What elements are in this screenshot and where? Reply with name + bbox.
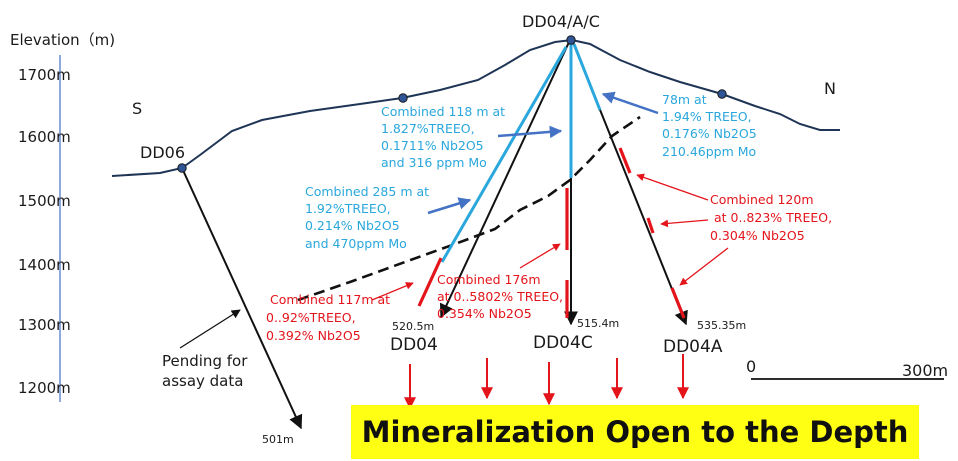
pending-note-arrow bbox=[179, 309, 241, 349]
north-label: N bbox=[824, 79, 836, 98]
intercept-line: Combined 117m at bbox=[270, 292, 390, 307]
callout-arrow-dd04a-red-2 bbox=[660, 219, 709, 228]
scale-bar-end: 300m bbox=[902, 361, 948, 380]
intercept-line: 0.1711% Nb2O5 bbox=[381, 138, 484, 153]
intercept-line: 210.46ppm Mo bbox=[662, 144, 756, 159]
intercept-line: 1.92%TREEO, bbox=[305, 201, 391, 216]
intercept-line: at 0..823% TREEO, bbox=[714, 210, 832, 225]
interval-dd04-red bbox=[417, 257, 443, 307]
interval-dd04a-cyan bbox=[572, 43, 602, 111]
intercept-line: at 0..5802% TREEO, bbox=[437, 289, 563, 304]
callout-arrow-dd04c-cyan bbox=[497, 125, 563, 139]
intercept-label-dd04c-red: Combined 176m at 0..5802% TREEO, 0.354% … bbox=[437, 272, 563, 321]
depth-banner: Mineralization Open to the Depth bbox=[351, 405, 919, 459]
hole-depth-dd04: 520.5m bbox=[392, 320, 434, 333]
intercept-label-dd04-red: Combined 117m at 0..92%TREEO, 0.392% Nb2… bbox=[266, 292, 390, 343]
tick-label-1600: 1600m bbox=[18, 128, 71, 146]
intercept-label-dd04c-cyan: Combined 118 m at 1.827%TREEO, 0.1711% N… bbox=[381, 104, 505, 170]
hole-depth-dd04c: 515.4m bbox=[577, 317, 619, 330]
hole-dd06-trace bbox=[181, 167, 303, 430]
callout-arrow-dd04-cyan bbox=[427, 197, 472, 215]
tick-label-1700: 1700m bbox=[18, 66, 71, 84]
tick-label-1200: 1200m bbox=[18, 379, 71, 397]
intercept-line: 0.214% Nb2O5 bbox=[305, 218, 400, 233]
pending-note-line-1: Pending for bbox=[162, 352, 248, 370]
tick-label-1300: 1300m bbox=[18, 316, 71, 334]
intercept-line: 0.392% Nb2O5 bbox=[266, 328, 361, 343]
hole-name-dd04a: DD04A bbox=[663, 337, 723, 357]
intercept-line: 0.304% Nb2O5 bbox=[710, 228, 805, 243]
axis-title: Elevation（m) bbox=[10, 31, 115, 49]
callout-arrow-dd04a-red-1 bbox=[636, 173, 709, 201]
intercept-line: 1.94% TREEO, bbox=[662, 109, 752, 124]
intercept-line: and 470ppm Mo bbox=[305, 236, 407, 251]
tick-label-1500: 1500m bbox=[18, 192, 71, 210]
collar-label-dd04-group: DD04/A/C bbox=[522, 12, 600, 31]
intercept-label-dd04a-red: Combined 120m at 0..823% TREEO, 0.304% N… bbox=[710, 192, 832, 243]
collar-dd04-group bbox=[566, 35, 576, 45]
tick-label-1400: 1400m bbox=[18, 256, 71, 274]
interval-dd04-cyan bbox=[440, 46, 568, 263]
callout-arrow-dd04-red bbox=[371, 282, 414, 301]
intercept-line: 1.827%TREEO, bbox=[381, 121, 475, 136]
collar-label-dd06: DD06 bbox=[140, 143, 185, 162]
mineralization-boundary bbox=[297, 115, 641, 302]
intercept-line: Combined 120m bbox=[710, 192, 814, 207]
hole-name-dd04: DD04 bbox=[390, 335, 438, 355]
hole-depth-dd06: 501m bbox=[262, 433, 294, 446]
callout-arrow-dd04c-red bbox=[519, 243, 561, 269]
intercept-label-dd04a-cyan: 78m at 1.94% TREEO, 0.176% Nb2O5 210.46p… bbox=[662, 92, 757, 159]
banner-text: Mineralization Open to the Depth bbox=[361, 415, 909, 449]
intercept-line: Combined 118 m at bbox=[381, 104, 505, 119]
interval-dd04a-red-1 bbox=[618, 147, 632, 174]
collar-dd06 bbox=[177, 163, 187, 173]
hole-dd04-trace bbox=[439, 39, 571, 319]
intercept-line: 0.354% Nb2O5 bbox=[437, 306, 532, 321]
interval-dd04a-red-2 bbox=[646, 217, 655, 234]
hole-name-dd04c: DD04C bbox=[533, 333, 593, 353]
intercept-line: Combined 285 m at bbox=[305, 184, 429, 199]
pending-note-line-2: assay data bbox=[162, 372, 243, 390]
topography-profile bbox=[111, 38, 840, 177]
intercept-line: 78m at bbox=[662, 92, 707, 107]
intercept-line: Combined 176m bbox=[437, 272, 541, 287]
survey-point-south bbox=[398, 93, 408, 103]
intercept-line: 0.176% Nb2O5 bbox=[662, 126, 757, 141]
interval-dd04a-red-3 bbox=[670, 287, 686, 319]
intercept-line: and 316 ppm Mo bbox=[381, 155, 487, 170]
hole-depth-dd04a: 535.35m bbox=[697, 319, 746, 332]
intercept-label-dd04-cyan: Combined 285 m at 1.92%TREEO, 0.214% Nb2… bbox=[305, 184, 429, 251]
south-label: S bbox=[132, 99, 142, 118]
intercept-line: 0..92%TREEO, bbox=[266, 310, 356, 325]
callout-arrow-dd04a-red-3 bbox=[679, 247, 729, 286]
survey-point-north bbox=[717, 89, 727, 99]
scale-bar-start: 0 bbox=[746, 357, 756, 376]
callout-arrow-dd04a-cyan bbox=[601, 91, 659, 115]
